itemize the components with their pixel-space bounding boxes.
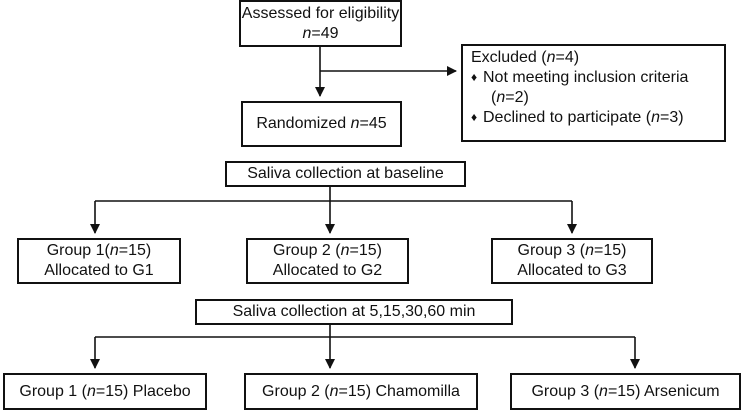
saliva-timepoints-box: Saliva collection at 5,15,30,60 min [195, 299, 513, 325]
saliva-baseline-box: Saliva collection at baseline [225, 161, 466, 187]
allocation-group-1-title: Group 1(n=15) [46, 242, 152, 259]
outcome-group-3-label: Group 3 (n=15) Arsenicum [531, 382, 720, 400]
randomized-label: Randomized n=45 [256, 115, 387, 132]
excluded-title: Excluded (n=4) [471, 49, 580, 66]
allocation-group-1-label: Allocated to G1 [44, 262, 154, 279]
allocation-group-3-label: Allocated to G3 [517, 262, 627, 279]
outcome-group-1-box: Group 1 (n=15) Placebo [3, 373, 207, 410]
saliva-timepoints-label: Saliva collection at 5,15,30,60 min [232, 303, 476, 320]
allocation-group-3-title: Group 3 (n=15) [517, 242, 627, 259]
excluded-item-declined: ♦Declined to participate (n=3) [471, 109, 684, 126]
allocation-group-2-box: Group 2 (n=15) Allocated to G2 [246, 238, 409, 284]
outcome-group-3-box: Group 3 (n=15) Arsenicum [510, 373, 741, 410]
excluded-box: Excluded (n=4) ♦Not meeting inclusion cr… [461, 44, 726, 142]
randomized-box: Randomized n=45 [241, 101, 402, 147]
diamond-bullet-icon: ♦ [471, 70, 478, 84]
connector-to-outcome-split [95, 325, 635, 338]
allocation-group-3-box: Group 3 (n=15) Allocated to G3 [491, 238, 653, 284]
allocation-group-2-label: Allocated to G2 [272, 262, 383, 279]
connector-to-group-split [95, 187, 572, 202]
diamond-bullet-icon: ♦ [471, 110, 478, 124]
outcome-group-2-box: Group 2 (n=15) Chamomilla [244, 373, 478, 410]
excluded-item-inclusion-count: (n=2) [491, 89, 529, 106]
saliva-baseline-label: Saliva collection at baseline [247, 165, 444, 182]
assessed-n-label: n [302, 24, 312, 42]
excluded-item-inclusion-criteria: ♦Not meeting inclusion criteria [471, 69, 689, 86]
assessed-box: Assessed for eligibility n=49 [239, 0, 402, 47]
outcome-group-2-label: Group 2 (n=15) Chamomilla [262, 382, 460, 400]
outcome-group-1-label: Group 1 (n=15) Placebo [19, 382, 191, 400]
assessed-count: n=49 [302, 24, 338, 44]
assessed-title: Assessed for eligibility [241, 4, 400, 22]
assessed-n-value: =49 [311, 24, 339, 42]
allocation-group-2-title: Group 2 (n=15) [273, 242, 382, 259]
allocation-group-1-box: Group 1(n=15) Allocated to G1 [17, 238, 181, 284]
